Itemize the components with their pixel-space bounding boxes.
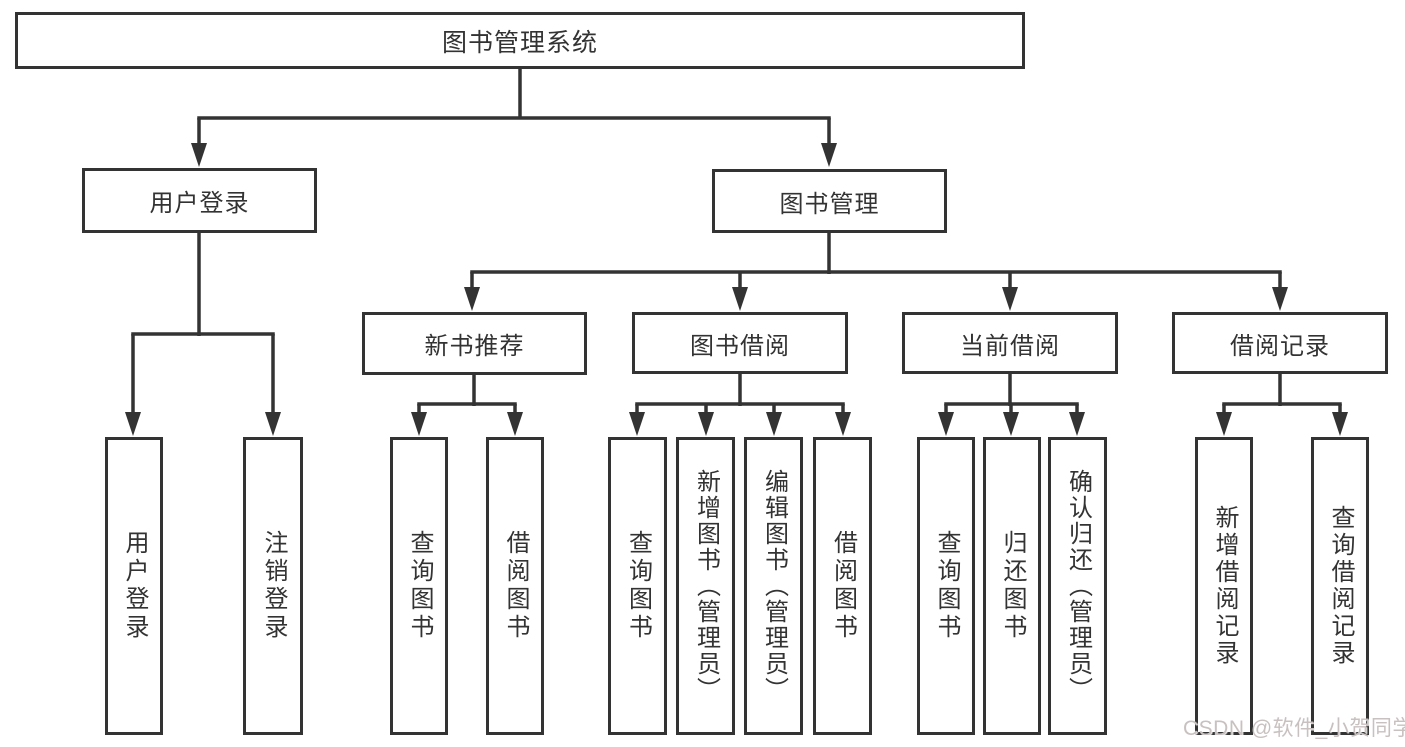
node-book-borrow: 图书借阅 [632, 312, 848, 374]
node-current-borrow: 当前借阅 [902, 312, 1118, 374]
node-leaf-borrow-book-2: 借阅图书 [813, 437, 872, 735]
node-user-login: 用户登录 [82, 168, 317, 233]
node-leaf-query-book-3: 查询图书 [917, 437, 975, 735]
node-new-book-recommend: 新书推荐 [362, 312, 587, 375]
node-leaf-query-book-2: 查询图书 [608, 437, 667, 735]
csdn-watermark: CSDN @软件_小贺同学 [1183, 717, 1405, 740]
node-book-management: 图书管理 [712, 169, 947, 233]
node-leaf-return-book: 归还图书 [983, 437, 1041, 735]
node-leaf-user-login: 用户登录 [105, 437, 163, 735]
node-leaf-confirm-return-admin: 确认归还（管理员） [1048, 437, 1107, 735]
node-leaf-query-borrow-record: 查询借阅记录 [1311, 437, 1369, 735]
node-leaf-add-book-admin: 新增图书（管理员） [676, 437, 735, 735]
node-root: 图书管理系统 [15, 12, 1025, 69]
node-leaf-logout: 注销登录 [243, 437, 303, 735]
node-leaf-add-borrow-record: 新增借阅记录 [1195, 437, 1253, 735]
node-borrow-records: 借阅记录 [1172, 312, 1388, 374]
node-leaf-edit-book-admin: 编辑图书（管理员） [744, 437, 803, 735]
node-leaf-query-book-1: 查询图书 [390, 437, 448, 735]
node-leaf-borrow-book-1: 借阅图书 [486, 437, 544, 735]
